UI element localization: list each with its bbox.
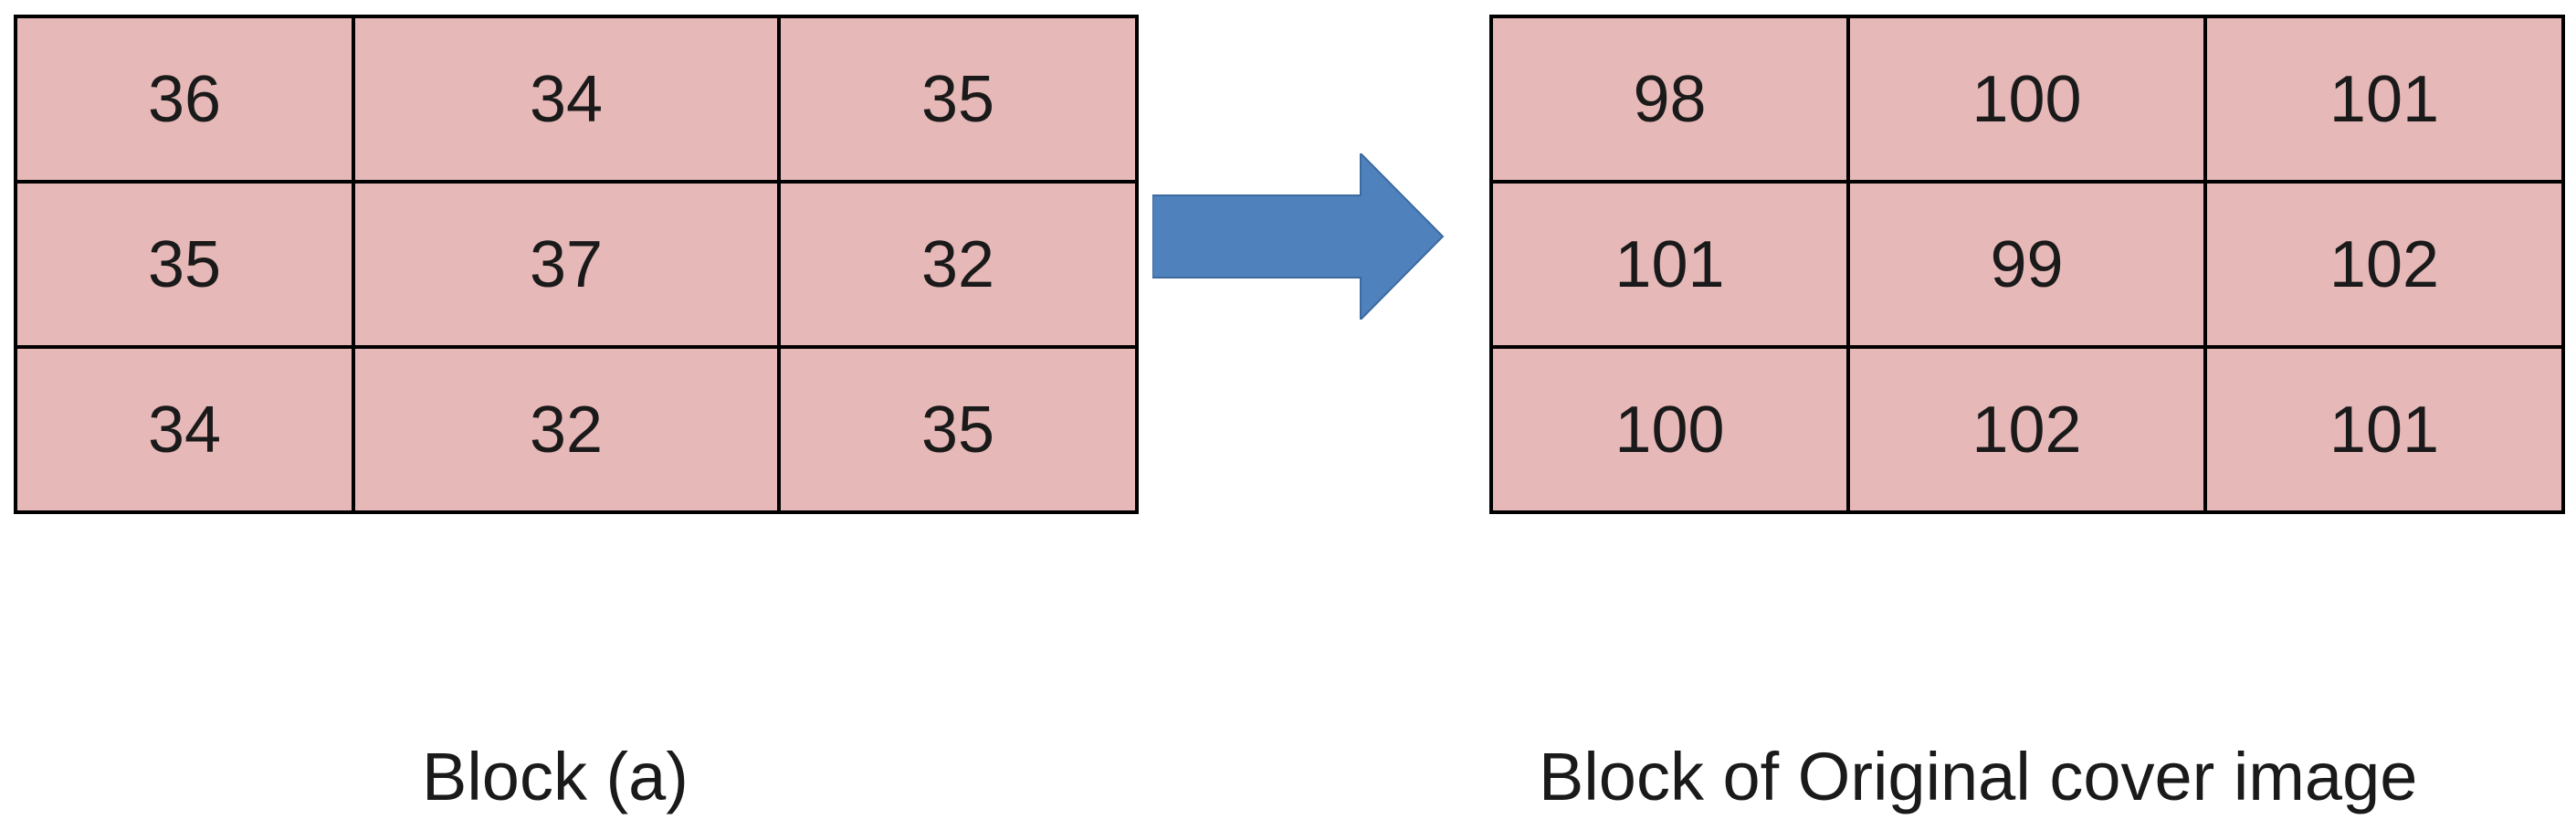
- grid-cell: 101: [1489, 180, 1850, 349]
- grid-row: 36 34 35: [14, 15, 1139, 184]
- grid-cell: 102: [2203, 180, 2565, 349]
- arrow-shape: [1152, 153, 1445, 320]
- grid-cell: 101: [2203, 15, 2565, 184]
- grid-cell: 100: [1846, 15, 2207, 184]
- grid-cell: 35: [777, 15, 1139, 184]
- grid-row: 35 37 32: [14, 180, 1139, 349]
- right-arrow-icon: [1152, 153, 1445, 320]
- grid-cell: 35: [777, 345, 1139, 514]
- block-a-caption: Block (a): [422, 739, 689, 814]
- grid-cell: 34: [14, 345, 355, 514]
- grid-cell: 34: [352, 15, 781, 184]
- grid-cell: 99: [1846, 180, 2207, 349]
- grid-cell: 37: [352, 180, 781, 349]
- grid-row: 100 102 101: [1489, 345, 2565, 514]
- original-cover-image-grid: 98 100 101 101 99 102 100 102 101: [1489, 15, 2565, 514]
- grid-cell: 101: [2203, 345, 2565, 514]
- grid-cell: 100: [1489, 345, 1850, 514]
- grid-row: 101 99 102: [1489, 180, 2565, 349]
- grid-row: 34 32 35: [14, 345, 1139, 514]
- block-a-grid: 36 34 35 35 37 32 34 32 35: [14, 15, 1139, 514]
- grid-cell: 102: [1846, 345, 2207, 514]
- original-cover-caption: Block of Original cover image: [1539, 739, 2418, 814]
- grid-cell: 32: [777, 180, 1139, 349]
- grid-cell: 36: [14, 15, 355, 184]
- grid-cell: 32: [352, 345, 781, 514]
- grid-cell: 35: [14, 180, 355, 349]
- grid-row: 98 100 101: [1489, 15, 2565, 184]
- grid-cell: 98: [1489, 15, 1850, 184]
